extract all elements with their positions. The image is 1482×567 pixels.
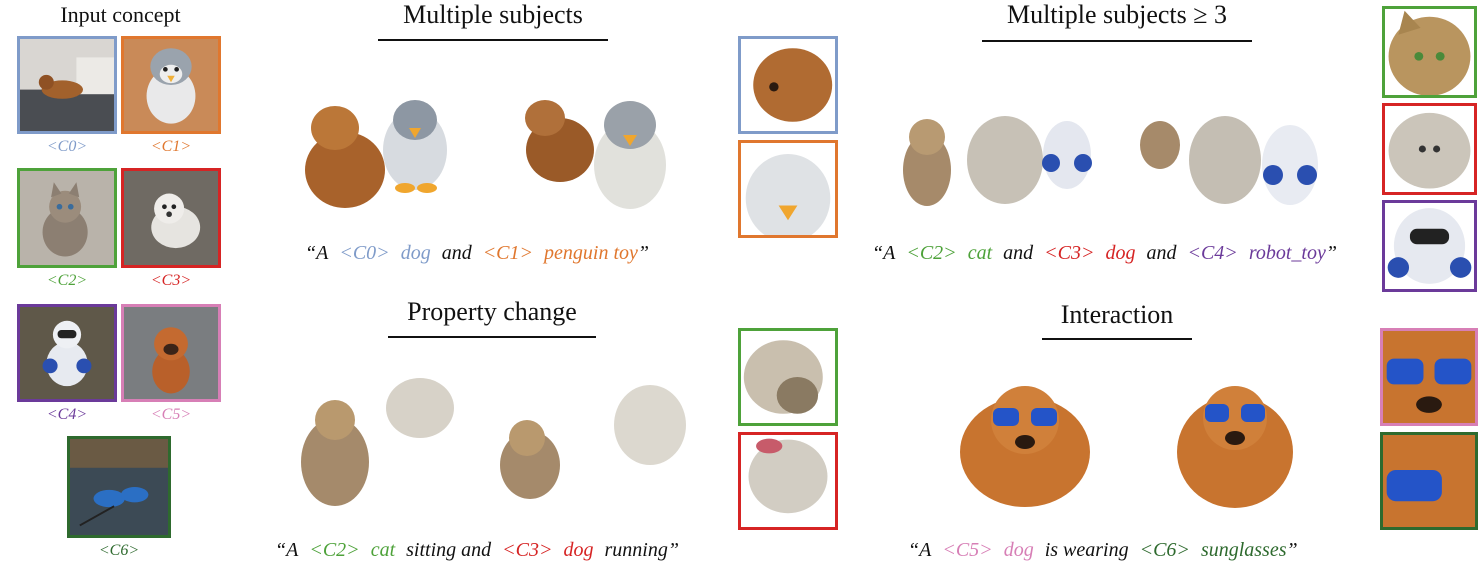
- concept-image-c0: [17, 36, 117, 134]
- crop-c2-cat-lower: [738, 328, 838, 426]
- concept-image-c3: [121, 168, 221, 268]
- concept-image-c4: [17, 304, 117, 402]
- caption-word: “A: [908, 539, 932, 561]
- caption-token-c6: <C6>: [1139, 539, 1190, 561]
- concept-image-c5: [121, 304, 221, 402]
- caption-token-c1: <C1>: [482, 242, 534, 264]
- concept-image-c6: [67, 436, 171, 538]
- panel-title-multiple-subjects: Multiple subjects: [403, 0, 583, 29]
- scene-multiple-subjects: [295, 80, 690, 220]
- caption-token-c0: <C0>: [339, 242, 390, 264]
- panel-title-property-change: Property change: [407, 297, 577, 326]
- caption-multiple-subjects: “A <C0> dog and <C1> penguin toy”: [305, 242, 655, 265]
- caption-word: ”: [1325, 242, 1337, 264]
- panel-rule-multiple-subjects-3: [982, 40, 1252, 42]
- caption-word: and: [1003, 242, 1034, 264]
- caption-word-robot-toy: robot_toy: [1248, 242, 1326, 264]
- input-concept-title: Input concept: [60, 2, 181, 27]
- caption-word-dog: dog: [400, 242, 431, 264]
- caption-token-c3: <C3>: [502, 539, 553, 561]
- caption-token-c2: <C2>: [906, 242, 957, 264]
- caption-word-penguin-toy: penguin toy: [544, 242, 638, 264]
- panel-title-interaction: Interaction: [1060, 300, 1174, 329]
- concept-image-c1: [121, 36, 221, 134]
- caption-token-c2: <C2>: [309, 539, 360, 561]
- caption-word: and: [1146, 242, 1177, 264]
- panel-rule-interaction: [1042, 338, 1192, 340]
- concept-token-c2: <C2>: [46, 272, 88, 289]
- crop-c2-cat: [1382, 6, 1477, 98]
- caption-word-dog: dog: [1003, 539, 1034, 561]
- caption-word-dog: dog: [1105, 242, 1136, 264]
- caption-token-c4: <C4>: [1187, 242, 1238, 264]
- crop-c5-dog: [1380, 328, 1478, 426]
- caption-word: is wearing: [1044, 539, 1129, 561]
- caption-word: ”: [637, 242, 650, 264]
- scene-interaction: [955, 372, 1315, 512]
- caption-word-cat: cat: [967, 242, 993, 264]
- caption-word: sitting and: [406, 539, 492, 561]
- caption-word: and: [441, 242, 472, 264]
- concept-token-c4: <C4>: [46, 406, 88, 423]
- crop-c1-penguin: [738, 140, 838, 238]
- caption-word: running”: [604, 539, 679, 561]
- caption-token-c5: <C5>: [942, 539, 993, 561]
- caption-word-cat: cat: [370, 539, 396, 561]
- crop-c4-robot: [1382, 200, 1477, 292]
- caption-multiple-subjects-3: “A <C2> cat and <C3> dog and <C4> robot_…: [872, 242, 1343, 265]
- concept-token-c5: <C5>: [150, 406, 192, 423]
- concept-token-c0: <C0>: [46, 138, 88, 155]
- caption-word: “A: [275, 539, 299, 561]
- concept-image-c2: [17, 168, 117, 268]
- caption-word: ”: [1286, 539, 1298, 561]
- caption-property-change: “A <C2> cat sitting and <C3> dog running…: [275, 539, 685, 562]
- concept-token-c6: <C6>: [98, 542, 140, 559]
- scene-property-change: [295, 370, 695, 510]
- panel-rule-multiple-subjects: [378, 39, 608, 41]
- panel-title-multiple-subjects-3: Multiple subjects ≥ 3: [1006, 0, 1228, 29]
- crop-c3-dog-lower: [738, 432, 838, 530]
- caption-interaction: “A <C5> dog is wearing <C6> sunglasses”: [908, 539, 1304, 562]
- concept-token-c3: <C3>: [150, 272, 192, 289]
- caption-word: “A: [872, 242, 896, 264]
- scene-multiple-subjects-3: [895, 105, 1325, 215]
- concept-token-c1: <C1>: [150, 138, 192, 155]
- crop-c6-sunglasses: [1380, 432, 1478, 530]
- panel-rule-property-change: [388, 336, 596, 338]
- crop-c0-dog: [738, 36, 838, 134]
- crop-c3-dog: [1382, 103, 1477, 195]
- caption-word-dog: dog: [563, 539, 594, 561]
- caption-word: “A: [305, 242, 329, 264]
- caption-token-c3: <C3>: [1044, 242, 1095, 264]
- caption-word-sunglasses: sunglasses: [1200, 539, 1287, 561]
